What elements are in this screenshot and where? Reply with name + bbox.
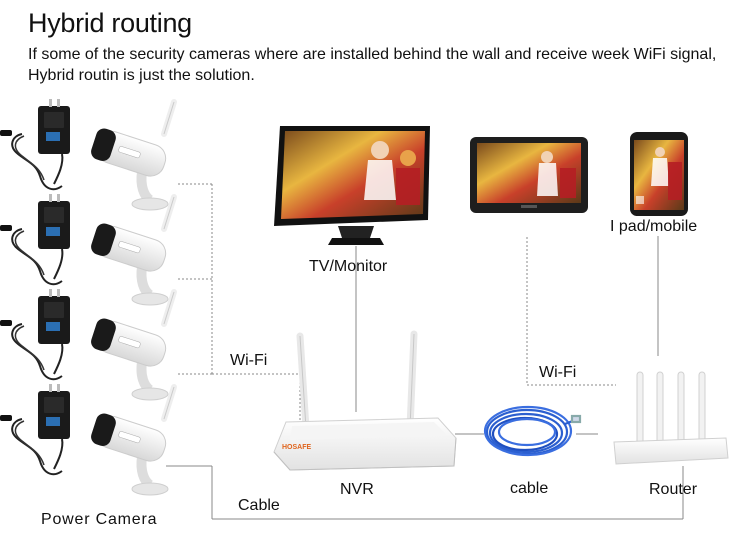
tv-monitor-icon — [274, 126, 430, 245]
camera-group-3 — [0, 289, 174, 400]
camera-wifi-lines — [178, 183, 616, 420]
power-adapter-icon — [0, 193, 71, 286]
page-title: Hybrid routing — [28, 8, 192, 38]
nvr-label: NVR — [340, 481, 374, 498]
ipad-mobile-label: I pad/mobile — [610, 218, 698, 235]
cable-line-label: Cable — [238, 497, 280, 514]
page-subtitle: If some of the security cameras where ar… — [28, 46, 717, 84]
tv-monitor-label: TV/Monitor — [309, 258, 388, 275]
nvr-brand-label: HOSAFE — [282, 444, 312, 451]
network-cable-icon — [483, 405, 582, 457]
wifi-left-label: Wi-Fi — [230, 352, 268, 369]
power-adapter-icon — [0, 288, 71, 381]
bullet-camera-icon — [89, 197, 174, 305]
power-adapter-icon — [0, 383, 71, 476]
camera-group-1 — [0, 99, 174, 210]
cable-lines — [166, 236, 684, 520]
router-icon — [613, 371, 729, 465]
power-adapter-icon — [0, 98, 71, 191]
nvr-icon — [273, 330, 457, 471]
tablet-icon — [470, 137, 588, 213]
wifi-right-label: Wi-Fi — [539, 364, 577, 381]
bullet-camera-icon — [89, 387, 174, 495]
camera-group-4 — [0, 384, 174, 495]
bullet-camera-icon — [89, 102, 174, 210]
connection-lines — [166, 183, 684, 520]
camera-group-2 — [0, 194, 174, 305]
power-camera-label: Power Camera — [41, 511, 158, 528]
router-label: Router — [649, 481, 698, 498]
cable-label: cable — [510, 480, 549, 497]
mobile-phone-icon — [630, 132, 688, 216]
bullet-camera-icon — [89, 292, 174, 400]
